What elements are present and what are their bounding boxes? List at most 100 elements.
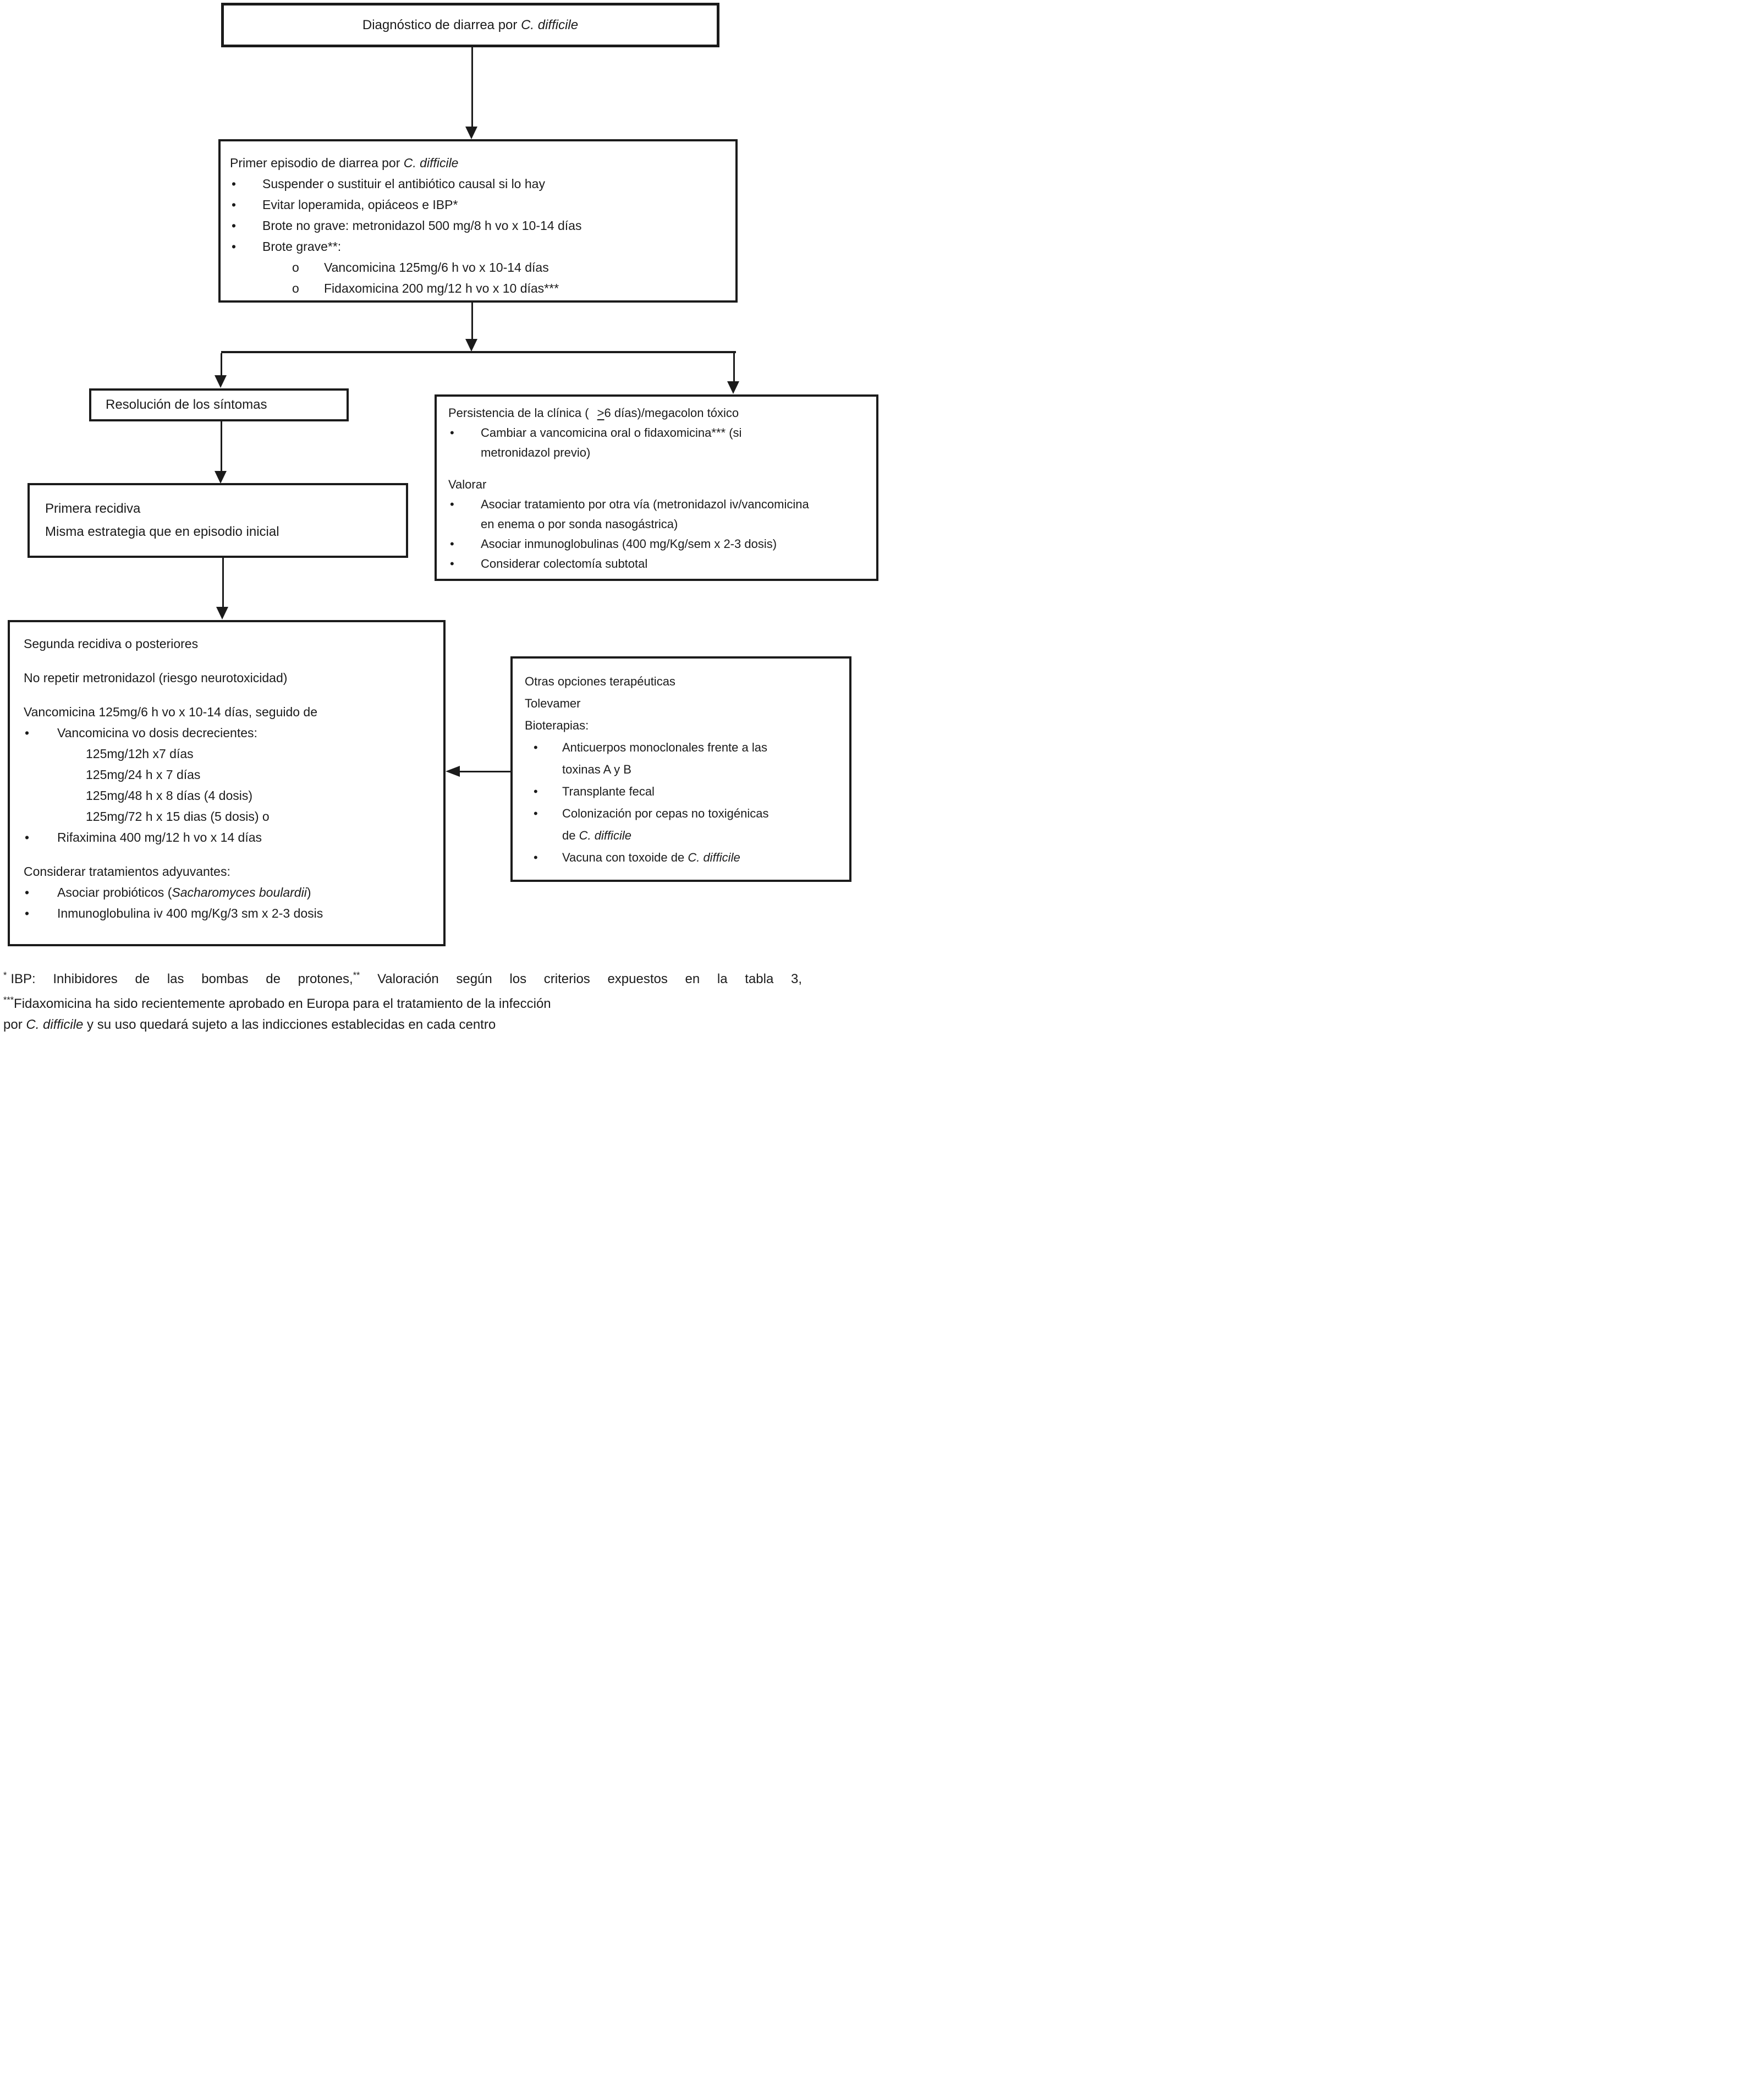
list-item-text: Brote grave**: xyxy=(262,239,342,254)
bullet-icon: • xyxy=(534,807,538,820)
list-item-text: Evitar loperamida, opiáceos e IBP* xyxy=(262,198,458,212)
list-item: • Cambiar a vancomicina oral o fidaxomic… xyxy=(448,423,871,463)
bullet-icon: • xyxy=(534,851,538,864)
second-relapse-para: No repetir metronidazol (riesgo neurotox… xyxy=(24,671,288,685)
sub-list-item: o Vancomicina 125mg/6 h vo x 10-14 días xyxy=(292,257,730,278)
sub-bullet-icon: o xyxy=(292,281,299,295)
list-item-text: Asociar inmunoglobulinas (400 mg/Kg/sem … xyxy=(481,537,777,551)
bullet-icon: • xyxy=(25,885,30,900)
list-item-text: Brote no grave: metronidazol 500 mg/8 h … xyxy=(262,218,582,233)
list-item-text: Colonización por cepas no toxigénicas de… xyxy=(562,803,782,847)
asterisk-superscript: ** xyxy=(353,970,360,980)
bullet-icon: • xyxy=(25,830,30,844)
list-item: • Considerar colectomía subtotal xyxy=(448,554,871,574)
arrowhead-left-icon xyxy=(446,766,460,777)
connector-line xyxy=(222,558,224,607)
list-item-text: Considerar colectomía subtotal xyxy=(481,557,648,571)
other-options-line: Tolevamer xyxy=(525,697,581,710)
list-item: • Colonización por cepas no toxigénicas … xyxy=(525,803,844,847)
list-item-text: Vancomicina 125mg/6 h vo x 10-14 días xyxy=(324,260,549,275)
arrowhead-down-icon xyxy=(465,127,477,139)
bullet-icon: • xyxy=(534,785,538,798)
footnote-italic: C. difficile xyxy=(26,1017,84,1032)
arrowhead-down-icon xyxy=(465,339,477,352)
taper-line: 125mg/24 h x 7 días xyxy=(86,767,201,782)
footnote-line: ***Fidaxomicina ha sido recientemente ap… xyxy=(3,990,802,1014)
first-episode-heading: Primer episodio de diarrea por C. diffic… xyxy=(230,152,730,173)
list-item-text: Vancomicina vo dosis decrecientes: xyxy=(57,726,257,740)
diagnosis-italic: C. difficile xyxy=(521,17,579,32)
taper-line: 125mg/48 h x 8 días (4 dosis) xyxy=(86,788,252,803)
bullet-icon: • xyxy=(232,177,237,191)
box-resolution: Resolución de los síntomas xyxy=(89,388,349,421)
bullet-icon: • xyxy=(450,537,454,551)
bullet-icon: • xyxy=(450,497,454,511)
asterisk-superscript: * xyxy=(3,970,7,980)
footnote-text: IBP: Inhibidores de las bombas de proton… xyxy=(10,972,353,986)
footnote-line: por C. difficile y su uso quedará sujeto… xyxy=(3,1014,802,1035)
list-item: • Transplante fecal xyxy=(525,781,844,803)
second-relapse-title: Segunda recidiva o posteriores xyxy=(24,637,199,651)
connector-line xyxy=(471,47,473,128)
arrowhead-down-icon xyxy=(215,471,227,484)
box-diagnosis: Diagnóstico de diarrea por C. difficile xyxy=(221,3,719,47)
first-relapse-line1: Primera recidiva xyxy=(45,501,141,516)
bullet-icon: • xyxy=(450,426,454,440)
list-item-text: Cambiar a vancomicina oral o fidaxomicin… xyxy=(481,426,742,459)
greater-equal-symbol: > xyxy=(597,406,605,420)
list-item-text: Anticuerpos monoclonales frente a las to… xyxy=(562,741,767,776)
bullet-icon: • xyxy=(534,741,538,754)
first-relapse-line2: Misma estrategia que en episodio inicial xyxy=(45,524,279,539)
footnote-text: Valoración según los criterios expuestos… xyxy=(360,972,802,986)
footnote-text: y su uso quedará sujeto a las indiccione… xyxy=(83,1017,496,1032)
sub-bullet-icon: o xyxy=(292,260,299,275)
taper-line: 125mg/12h x7 días xyxy=(86,747,194,761)
list-item: • Vacuna con toxoide de C. difficile xyxy=(525,847,844,869)
connector-line xyxy=(460,771,510,772)
list-item: • Inmunoglobulina iv 400 mg/Kg/3 sm x 2-… xyxy=(24,903,439,924)
arrowhead-down-icon xyxy=(727,381,739,394)
footnote-text: por xyxy=(3,1017,26,1032)
box-other-options: Otras opciones terapéuticas Tolevamer Bi… xyxy=(510,656,851,882)
text-italic: Sacharomyces boulardii xyxy=(172,885,307,900)
spacer xyxy=(24,654,439,667)
spacer xyxy=(24,688,439,701)
list-item-text: Transplante fecal xyxy=(562,785,655,798)
list-item: • Vancomicina vo dosis decrecientes: xyxy=(24,722,439,743)
spacer xyxy=(448,463,871,475)
list-item: • Asociar inmunoglobulinas (400 mg/Kg/se… xyxy=(448,534,871,554)
bullet-icon: • xyxy=(25,726,30,740)
diagnosis-title: Diagnóstico de diarrea por C. difficile xyxy=(362,18,578,33)
text-italic: C. difficile xyxy=(688,851,740,864)
sub-list-item: o Fidaxomicina 200 mg/12 h vo x 10 días*… xyxy=(292,278,730,299)
heading-text: 6 días)/megacolon tóxico xyxy=(604,406,739,420)
bullet-icon: • xyxy=(232,218,237,233)
connector-split-bar xyxy=(221,351,736,353)
box-first-episode: Primer episodio de diarrea por C. diffic… xyxy=(218,139,738,303)
list-item: • Suspender o sustituir el antibiótico c… xyxy=(230,173,730,194)
list-item-text: Vacuna con toxoide de C. difficile xyxy=(562,847,782,869)
connector-line xyxy=(221,421,222,471)
bullet-icon: • xyxy=(450,557,454,571)
box-first-relapse: Primera recidiva Misma estrategia que en… xyxy=(28,483,408,558)
footnote-line: *IBP: Inhibidores de las bombas de proto… xyxy=(3,965,802,990)
list-item: • Brote no grave: metronidazol 500 mg/8 … xyxy=(230,215,730,236)
list-item: • Anticuerpos monoclonales frente a las … xyxy=(525,737,844,781)
flowchart-canvas: Diagnóstico de diarrea por C. difficile … xyxy=(0,0,882,1042)
text-segment: Colonización por cepas no toxigénicas de xyxy=(562,807,769,842)
box-second-relapse: Segunda recidiva o posteriores No repeti… xyxy=(8,620,446,946)
text-segment: Asociar probióticos ( xyxy=(57,885,172,900)
connector-line xyxy=(221,353,222,375)
list-item: • Asociar tratamiento por otra vía (metr… xyxy=(448,495,871,534)
spacer xyxy=(24,848,439,861)
heading-text: Primer episodio de diarrea por xyxy=(230,156,404,170)
list-item-text: Fidaxomicina 200 mg/12 h vo x 10 días*** xyxy=(324,281,559,295)
other-options-title: Otras opciones terapéuticas xyxy=(525,674,675,688)
second-relapse-para: Considerar tratamientos adyuvantes: xyxy=(24,864,230,879)
bullet-icon: • xyxy=(232,239,237,254)
list-item: • Asociar probióticos (Sacharomyces boul… xyxy=(24,882,439,903)
bullet-icon: • xyxy=(25,906,30,920)
arrowhead-down-icon xyxy=(216,607,228,619)
footnote-text: Fidaxomicina ha sido recientemente aprob… xyxy=(14,996,551,1011)
connector-line xyxy=(733,353,735,381)
